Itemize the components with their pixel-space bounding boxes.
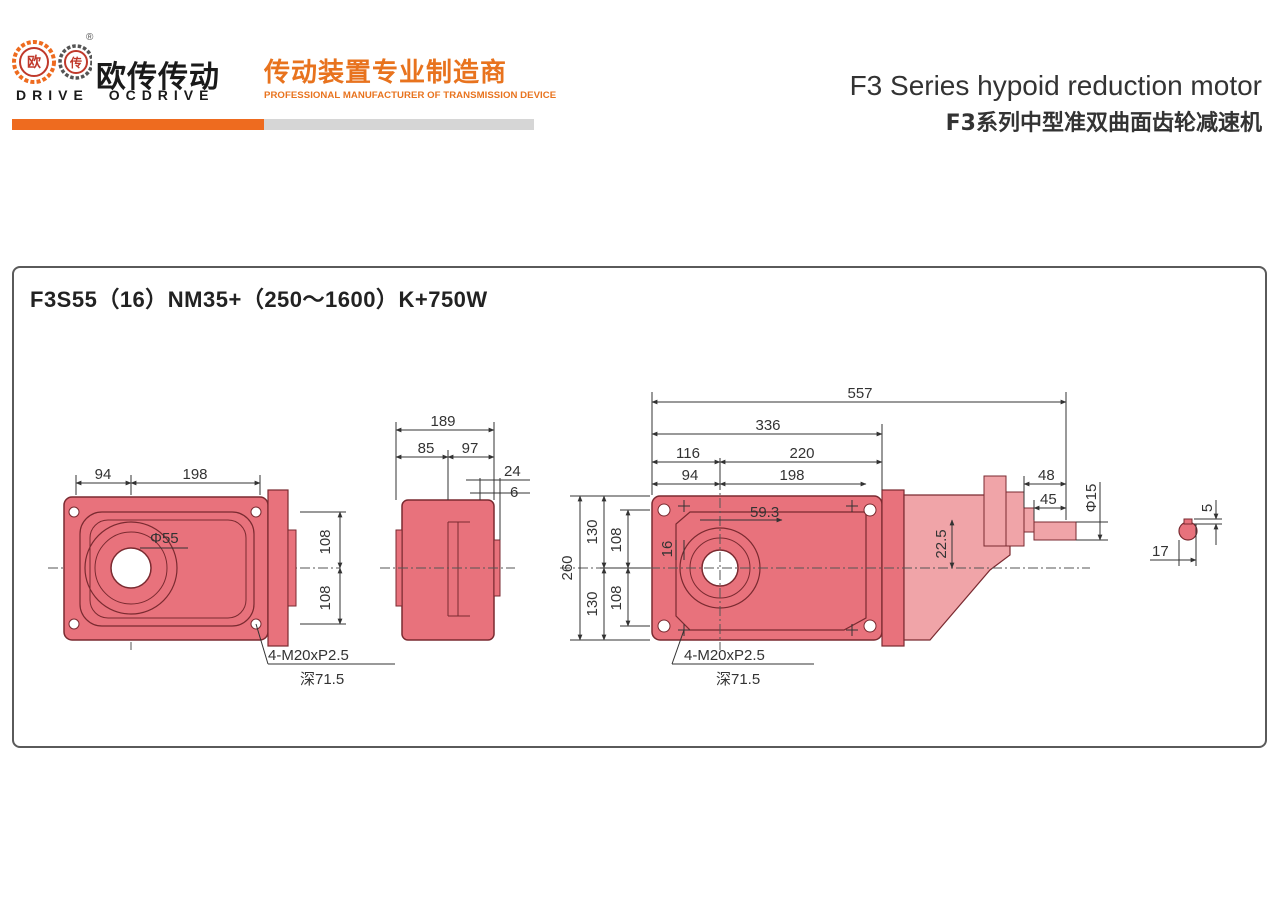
dim-108-bottom: 108: [317, 585, 334, 610]
badge-right-label: 传: [69, 55, 82, 70]
dim-130-bottom: 130: [584, 591, 601, 616]
thread-depth-note-assembly: 深71.5: [716, 671, 760, 688]
dim-557: 557: [847, 385, 872, 402]
tagline-en: PROFESSIONAL MANUFACTURER OF TRANSMISSIO…: [264, 90, 557, 101]
header-bar-accent: [12, 119, 264, 130]
thread-note: 4-M20xP2.5: [268, 647, 349, 664]
gear-badge-left-icon: 欧: [12, 40, 56, 84]
model-number: F3S55（16）NM35+（250～1600）K+750W: [30, 287, 488, 312]
dim-198: 198: [182, 466, 207, 483]
dim-45: 45: [1040, 491, 1057, 508]
dim-198-assembly: 198: [779, 467, 804, 484]
dim-220: 220: [789, 445, 814, 462]
header: 欧 传 ® 欧传传动 DRIVE OCDRIVE 传动装置专业制造商 PROFE…: [0, 0, 1280, 140]
brand-en-ocdrive: OCDRIVE: [108, 87, 215, 103]
dim-22-5: 22.5: [933, 529, 950, 558]
thread-depth-note: 深71.5: [300, 671, 344, 688]
header-bar-divider: [264, 119, 534, 130]
assembly-view: 557 336 116 220 94 198 59.3 260 130 130 …: [559, 385, 1108, 688]
side-view: 189 85 97 24 6: [380, 413, 530, 641]
dim-5: 5: [1199, 504, 1216, 512]
gear-badge-right-icon: 传: [58, 44, 92, 80]
dim-94: 94: [95, 466, 112, 483]
front-view: 94 198 Φ55 108 108 4-M20xP2.5 深71.5: [48, 466, 395, 688]
front-flange: [267, 489, 289, 647]
key-detail: 5 17: [1150, 500, 1222, 566]
motor-shaft: [1033, 521, 1077, 541]
dim-17: 17: [1152, 543, 1169, 560]
dim-phi15: Φ15: [1083, 484, 1100, 513]
dim-97: 97: [462, 440, 479, 457]
assembly-output-bore: [701, 549, 739, 587]
brand-name-cn: 欧传传动: [96, 60, 220, 95]
dim-94-assembly: 94: [682, 467, 699, 484]
dim-260: 260: [559, 555, 576, 580]
page-title-cn: F3系列中型准双曲面齿轮减速机: [945, 111, 1262, 136]
dim-116: 116: [676, 445, 700, 462]
registered-mark: ®: [86, 32, 94, 43]
badge-left-label: 欧: [27, 54, 41, 71]
dim-108-bottom-assembly: 108: [608, 585, 625, 610]
dim-336: 336: [755, 417, 780, 434]
page-title-en: F3 Series hypoid reduction motor: [849, 70, 1262, 101]
dim-48: 48: [1038, 467, 1055, 484]
key-section: [1178, 521, 1198, 541]
brand-logo-icon: 欧 传: [12, 40, 92, 84]
dim-6: 6: [510, 484, 518, 501]
dim-108-top-assembly: 108: [608, 527, 625, 552]
dim-85: 85: [418, 440, 435, 457]
output-bore: [110, 547, 152, 589]
dim-108-top: 108: [317, 529, 334, 554]
dim-24: 24: [504, 463, 521, 480]
dim-phi55: Φ55: [150, 530, 179, 547]
brand-name-en: DRIVE OCDRIVE: [16, 87, 224, 103]
dim-189: 189: [430, 413, 455, 430]
dim-130-top: 130: [584, 519, 601, 544]
tagline-cn: 传动装置专业制造商: [264, 58, 508, 88]
brand-en-drive: DRIVE: [16, 87, 89, 103]
dim-59-3: 59.3: [750, 504, 779, 521]
dim-16: 16: [659, 541, 676, 558]
thread-note-assembly: 4-M20xP2.5: [684, 647, 765, 664]
